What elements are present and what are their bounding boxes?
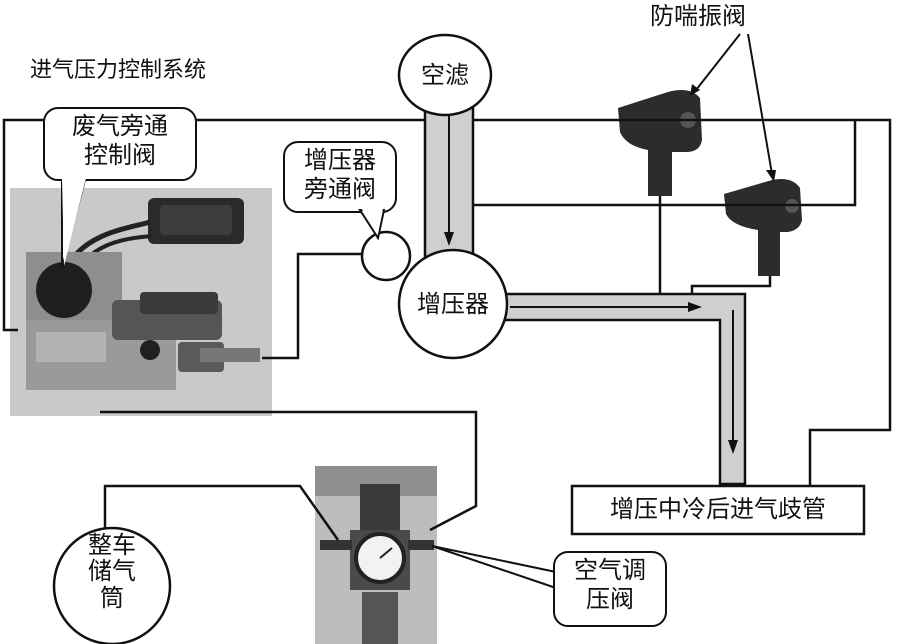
air-regulator-label-line2: 压阀 xyxy=(586,584,634,613)
vehicle-reservoir-label-line2: 储气 xyxy=(88,557,136,586)
anti-surge-valve-2 xyxy=(724,179,802,276)
signal-lines xyxy=(2,118,892,542)
turbo-bypass-valve-label-line2: 旁通阀 xyxy=(304,174,376,203)
wastegate-valve-label-line1: 废气旁通 xyxy=(72,112,168,140)
turbo-bypass-valve-label: 增压器 旁通阀 xyxy=(284,146,396,204)
reservoir-circle xyxy=(52,526,172,644)
intake-manifold-box xyxy=(570,484,866,536)
bypass-callout xyxy=(283,141,397,241)
air-regulator-label-line1: 空气调 xyxy=(574,556,646,584)
regulator-callout xyxy=(431,545,667,627)
vehicle-reservoir-label-line1: 整车 xyxy=(88,531,136,559)
intake-manifold-label: 增压中冷后进气歧管 xyxy=(610,495,826,523)
vehicle-reservoir-label-line3: 筒 xyxy=(100,583,124,612)
turbocharger-circle xyxy=(397,248,509,360)
wastegate-valve-label-line2: 控制阀 xyxy=(84,140,156,169)
air-regulator-photo xyxy=(315,466,437,644)
turbo-bypass-valve-label-line1: 增压器 xyxy=(304,146,376,174)
anti-surge-valve-label: 防喘振阀 xyxy=(650,2,746,30)
air-filter-label: 空滤 xyxy=(421,61,469,89)
turbocharger-label: 增压器 xyxy=(417,290,489,318)
wastegate-valve-label: 废气旁通 控制阀 xyxy=(44,112,196,170)
system-title: 进气压力控制系统 xyxy=(30,58,207,83)
air-ducts xyxy=(423,98,747,486)
wastegate-valve-photo xyxy=(10,188,272,416)
vehicle-reservoir-label: 整车 储气 筒 xyxy=(60,531,164,612)
wastegate-callout xyxy=(43,107,197,269)
anti-surge-valve-1 xyxy=(618,90,702,196)
anti-surge-pointers xyxy=(690,33,776,182)
air-regulator-label: 空气调 压阀 xyxy=(554,556,666,614)
air-filter-circle xyxy=(397,33,493,117)
bypass-valve-circle xyxy=(360,230,412,282)
